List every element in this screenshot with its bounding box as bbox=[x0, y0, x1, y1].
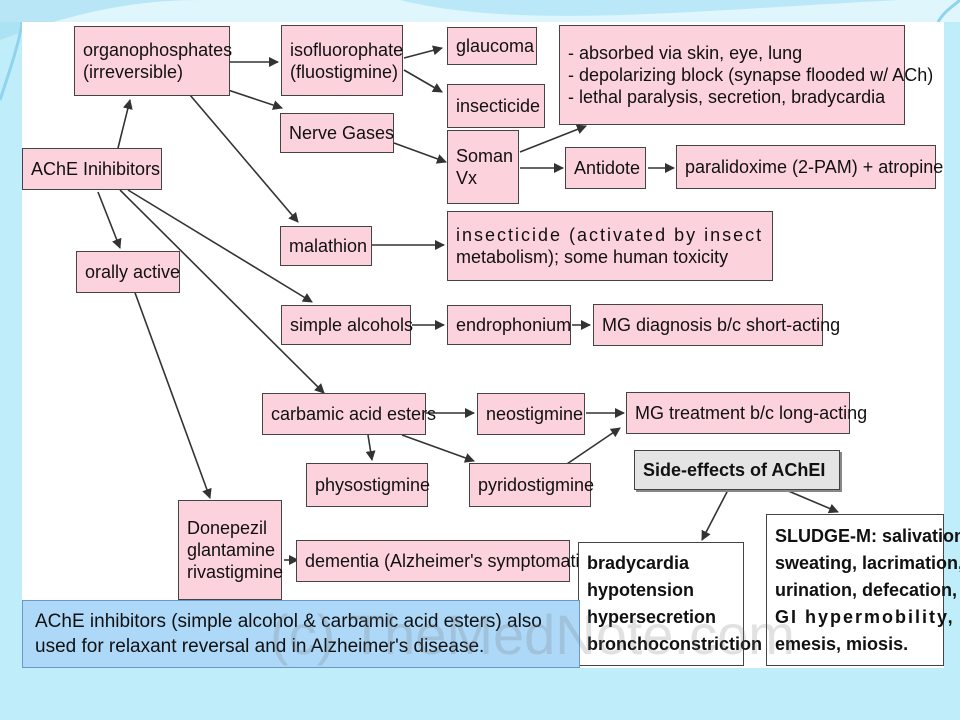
arrow bbox=[133, 289, 212, 499]
arrow bbox=[227, 89, 283, 110]
node-text: orally active bbox=[85, 262, 181, 282]
node-text: Nerve Gases bbox=[289, 123, 395, 143]
node-mg-treatment: MG treatment b/c long-acting bbox=[626, 392, 868, 434]
node-text: emesis, miosis. bbox=[775, 633, 909, 654]
footnote-line: used for relaxant reversal and in Alzhei… bbox=[35, 636, 485, 657]
node-text: glaucoma bbox=[456, 36, 535, 56]
node-text: metabolism); some human toxicity bbox=[456, 247, 729, 267]
arrow bbox=[401, 434, 475, 463]
node-text: MG treatment b/c long-acting bbox=[635, 403, 868, 423]
node-text: AChE Inihibitors bbox=[31, 159, 161, 179]
arrow bbox=[97, 191, 122, 249]
node-text: physostigmine bbox=[315, 475, 431, 495]
node-organophosphates: organophosphates (irreversible) bbox=[74, 26, 233, 96]
node-pyridostigmine: pyridostigmine bbox=[469, 463, 595, 507]
node-text: hypersecretion bbox=[587, 607, 717, 627]
node-donepezil: Donepezil glantamine rivastigmine bbox=[178, 500, 284, 600]
node-text: (fluostigmine) bbox=[290, 61, 399, 82]
node-text: Antidote bbox=[574, 158, 641, 178]
node-nerve-gases: Nerve Gases bbox=[280, 113, 394, 153]
node-text: sweating, lacrimation, bbox=[775, 552, 960, 573]
node-text: bronchoconstriction bbox=[587, 634, 762, 654]
node-text: pyridostigmine bbox=[478, 475, 595, 495]
node-side-effects: Side-effects of AChEI bbox=[634, 450, 840, 490]
node-endrophonium: endrophonium bbox=[447, 305, 571, 345]
node-text: Side-effects of AChEI bbox=[643, 460, 826, 480]
node-text: malathion bbox=[289, 236, 368, 256]
node-text: glantamine bbox=[187, 540, 276, 560]
footnote-line: AChE inhibitors (simple alcohol & carbam… bbox=[35, 611, 542, 632]
arrow bbox=[393, 142, 447, 164]
node-text: bradycardia bbox=[587, 553, 690, 573]
node-effects: - absorbed via skin, eye, lung - depolar… bbox=[559, 25, 934, 125]
node-text: MG diagnosis b/c short-acting bbox=[602, 315, 841, 335]
arrow bbox=[403, 45, 443, 59]
node-malathion: malathion bbox=[280, 226, 372, 266]
node-neostigmine: neostigmine bbox=[477, 393, 585, 435]
node-text: urination, defecation, bbox=[775, 579, 958, 600]
node-text: - absorbed via skin, eye, lung bbox=[568, 43, 803, 63]
node-text: - depolarizing block (synapse flooded w/… bbox=[568, 65, 934, 85]
arrow bbox=[119, 189, 325, 394]
footnote-box: AChE inhibitors (simple alcohol & carbam… bbox=[22, 600, 580, 668]
arrow bbox=[403, 69, 443, 93]
arrow bbox=[519, 124, 587, 153]
node-text: organophosphates bbox=[83, 40, 233, 60]
node-text: hypotension bbox=[587, 580, 694, 600]
node-text: Donepezil bbox=[187, 518, 268, 538]
node-simple-alcohols: simple alcohols bbox=[281, 305, 414, 345]
node-paralidoxime: paralidoxime (2-PAM) + atropine bbox=[676, 145, 944, 189]
node-insecticide: insecticide bbox=[447, 84, 545, 128]
node-text: rivastigmine bbox=[187, 562, 284, 582]
node-sludge-m: SLUDGE-M: salivation/ sweating, lacrimat… bbox=[766, 514, 960, 666]
node-text: (irreversible) bbox=[83, 62, 184, 82]
node-physostigmine: physostigmine bbox=[306, 463, 431, 507]
node-text: neostigmine bbox=[486, 404, 584, 424]
node-text: simple alcohols bbox=[290, 315, 414, 335]
arrow bbox=[785, 489, 839, 514]
node-mg-diagnosis: MG diagnosis b/c short-acting bbox=[593, 304, 841, 346]
node-text: Vx bbox=[456, 168, 478, 188]
node-text: dementia (Alzheimer's symptomatic) bbox=[305, 551, 595, 571]
node-text: insecticide (activated by insect bbox=[456, 225, 764, 245]
node-dementia: dementia (Alzheimer's symptomatic) bbox=[296, 540, 595, 582]
node-text: Soman bbox=[456, 146, 514, 166]
node-soman-vx: Soman Vx bbox=[447, 130, 519, 204]
arrow bbox=[701, 489, 729, 541]
arrow bbox=[189, 94, 299, 223]
node-carbamic-acid-esters: carbamic acid esters bbox=[262, 393, 437, 435]
node-orally-active: orally active bbox=[76, 251, 180, 293]
decorative-swoosh bbox=[0, 0, 960, 101]
node-ache-inhibitors: AChE Inihibitors bbox=[22, 148, 162, 190]
arrow bbox=[365, 434, 376, 461]
node-text: endrophonium bbox=[456, 315, 572, 335]
node-insecticide-activated: insecticide (activated by insect metabol… bbox=[447, 211, 773, 281]
arrow bbox=[117, 99, 133, 149]
node-glaucoma: glaucoma bbox=[447, 27, 537, 65]
node-antidote: Antidote bbox=[565, 147, 646, 189]
node-text: insecticide bbox=[456, 96, 541, 116]
arrow bbox=[127, 189, 313, 303]
node-text: paralidoxime (2-PAM) + atropine bbox=[685, 157, 944, 177]
node-text: SLUDGE-M: salivation/ bbox=[775, 525, 960, 546]
node-isofluorophate: isofluorophate (fluostigmine) bbox=[281, 25, 403, 96]
node-text: isofluorophate bbox=[290, 39, 404, 60]
node-text: GI hypermobility, bbox=[775, 606, 955, 627]
node-text: carbamic acid esters bbox=[271, 404, 437, 424]
node-cardio-effects: bradycardia hypotension hypersecretion b… bbox=[578, 542, 762, 666]
node-text: - lethal paralysis, secretion, bradycard… bbox=[568, 87, 886, 107]
